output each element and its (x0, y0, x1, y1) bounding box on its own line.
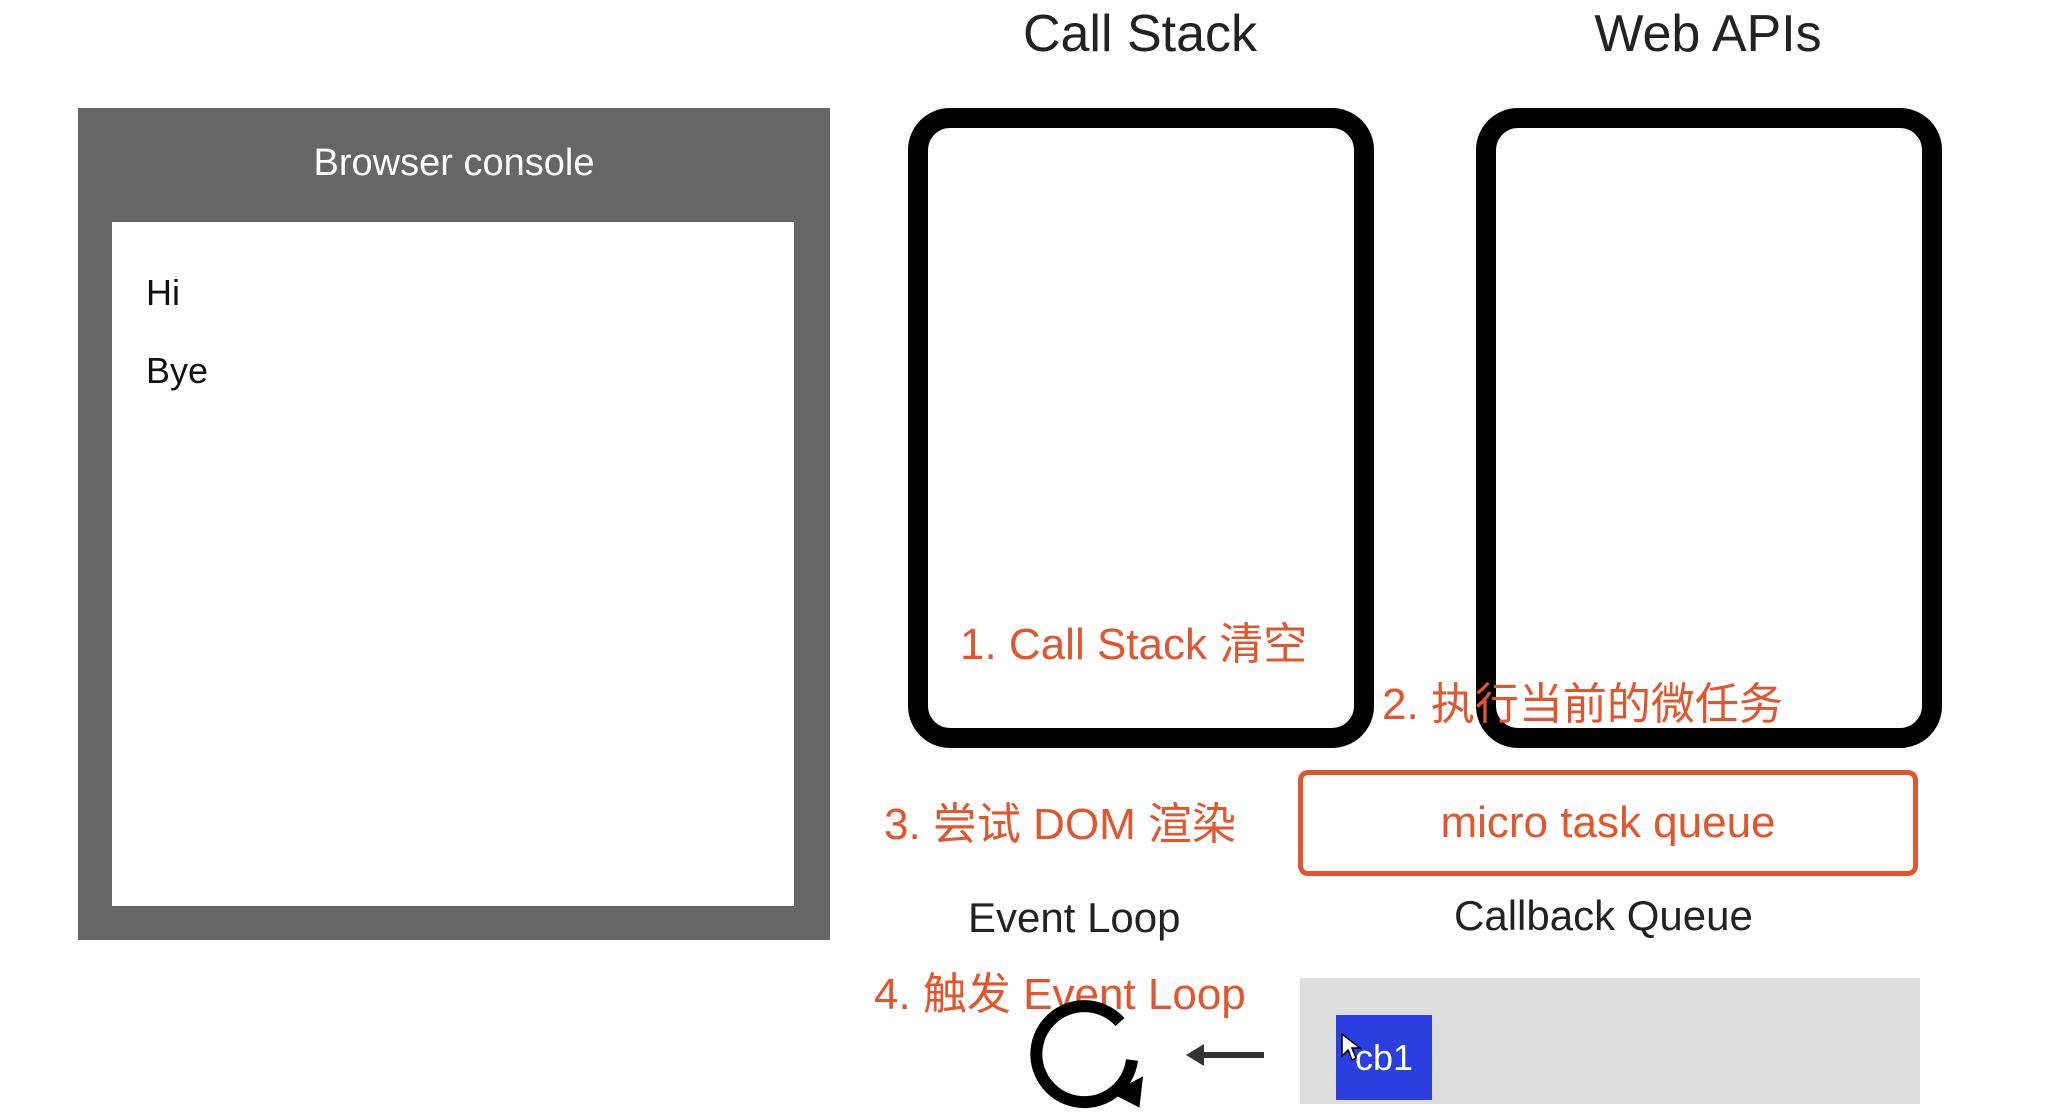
call-stack-box (908, 108, 1374, 748)
mouse-cursor-icon (1341, 1032, 1362, 1062)
call-stack-title: Call Stack (1022, 5, 1258, 63)
circular-arrow-icon (1030, 1000, 1144, 1109)
arrow-left-icon (1186, 1044, 1264, 1066)
callback-queue-area: cb1 (1300, 978, 1920, 1104)
console-line-hi: Hi (146, 272, 180, 313)
web-apis-title: Web APIs (1594, 5, 1822, 63)
callback-item-cb1[interactable]: cb1 (1336, 1015, 1432, 1100)
event-loop-label: Event Loop (968, 894, 1181, 941)
note-step-1: 1. Call Stack 清空 (960, 620, 1308, 669)
browser-console-title: Browser console (313, 141, 595, 184)
micro-task-queue: micro task queue (1298, 770, 1918, 876)
web-apis-box (1476, 108, 1942, 748)
note-step-2: 2. 执行当前的微任务 (1382, 680, 1783, 729)
browser-console-panel: Browser console Hi Bye (78, 108, 830, 940)
browser-console-output: Hi Bye (112, 222, 794, 906)
console-line-bye: Bye (146, 350, 209, 391)
note-step-3: 3. 尝试 DOM 渲染 (884, 800, 1237, 849)
callback-queue-label: Callback Queue (1454, 892, 1753, 939)
